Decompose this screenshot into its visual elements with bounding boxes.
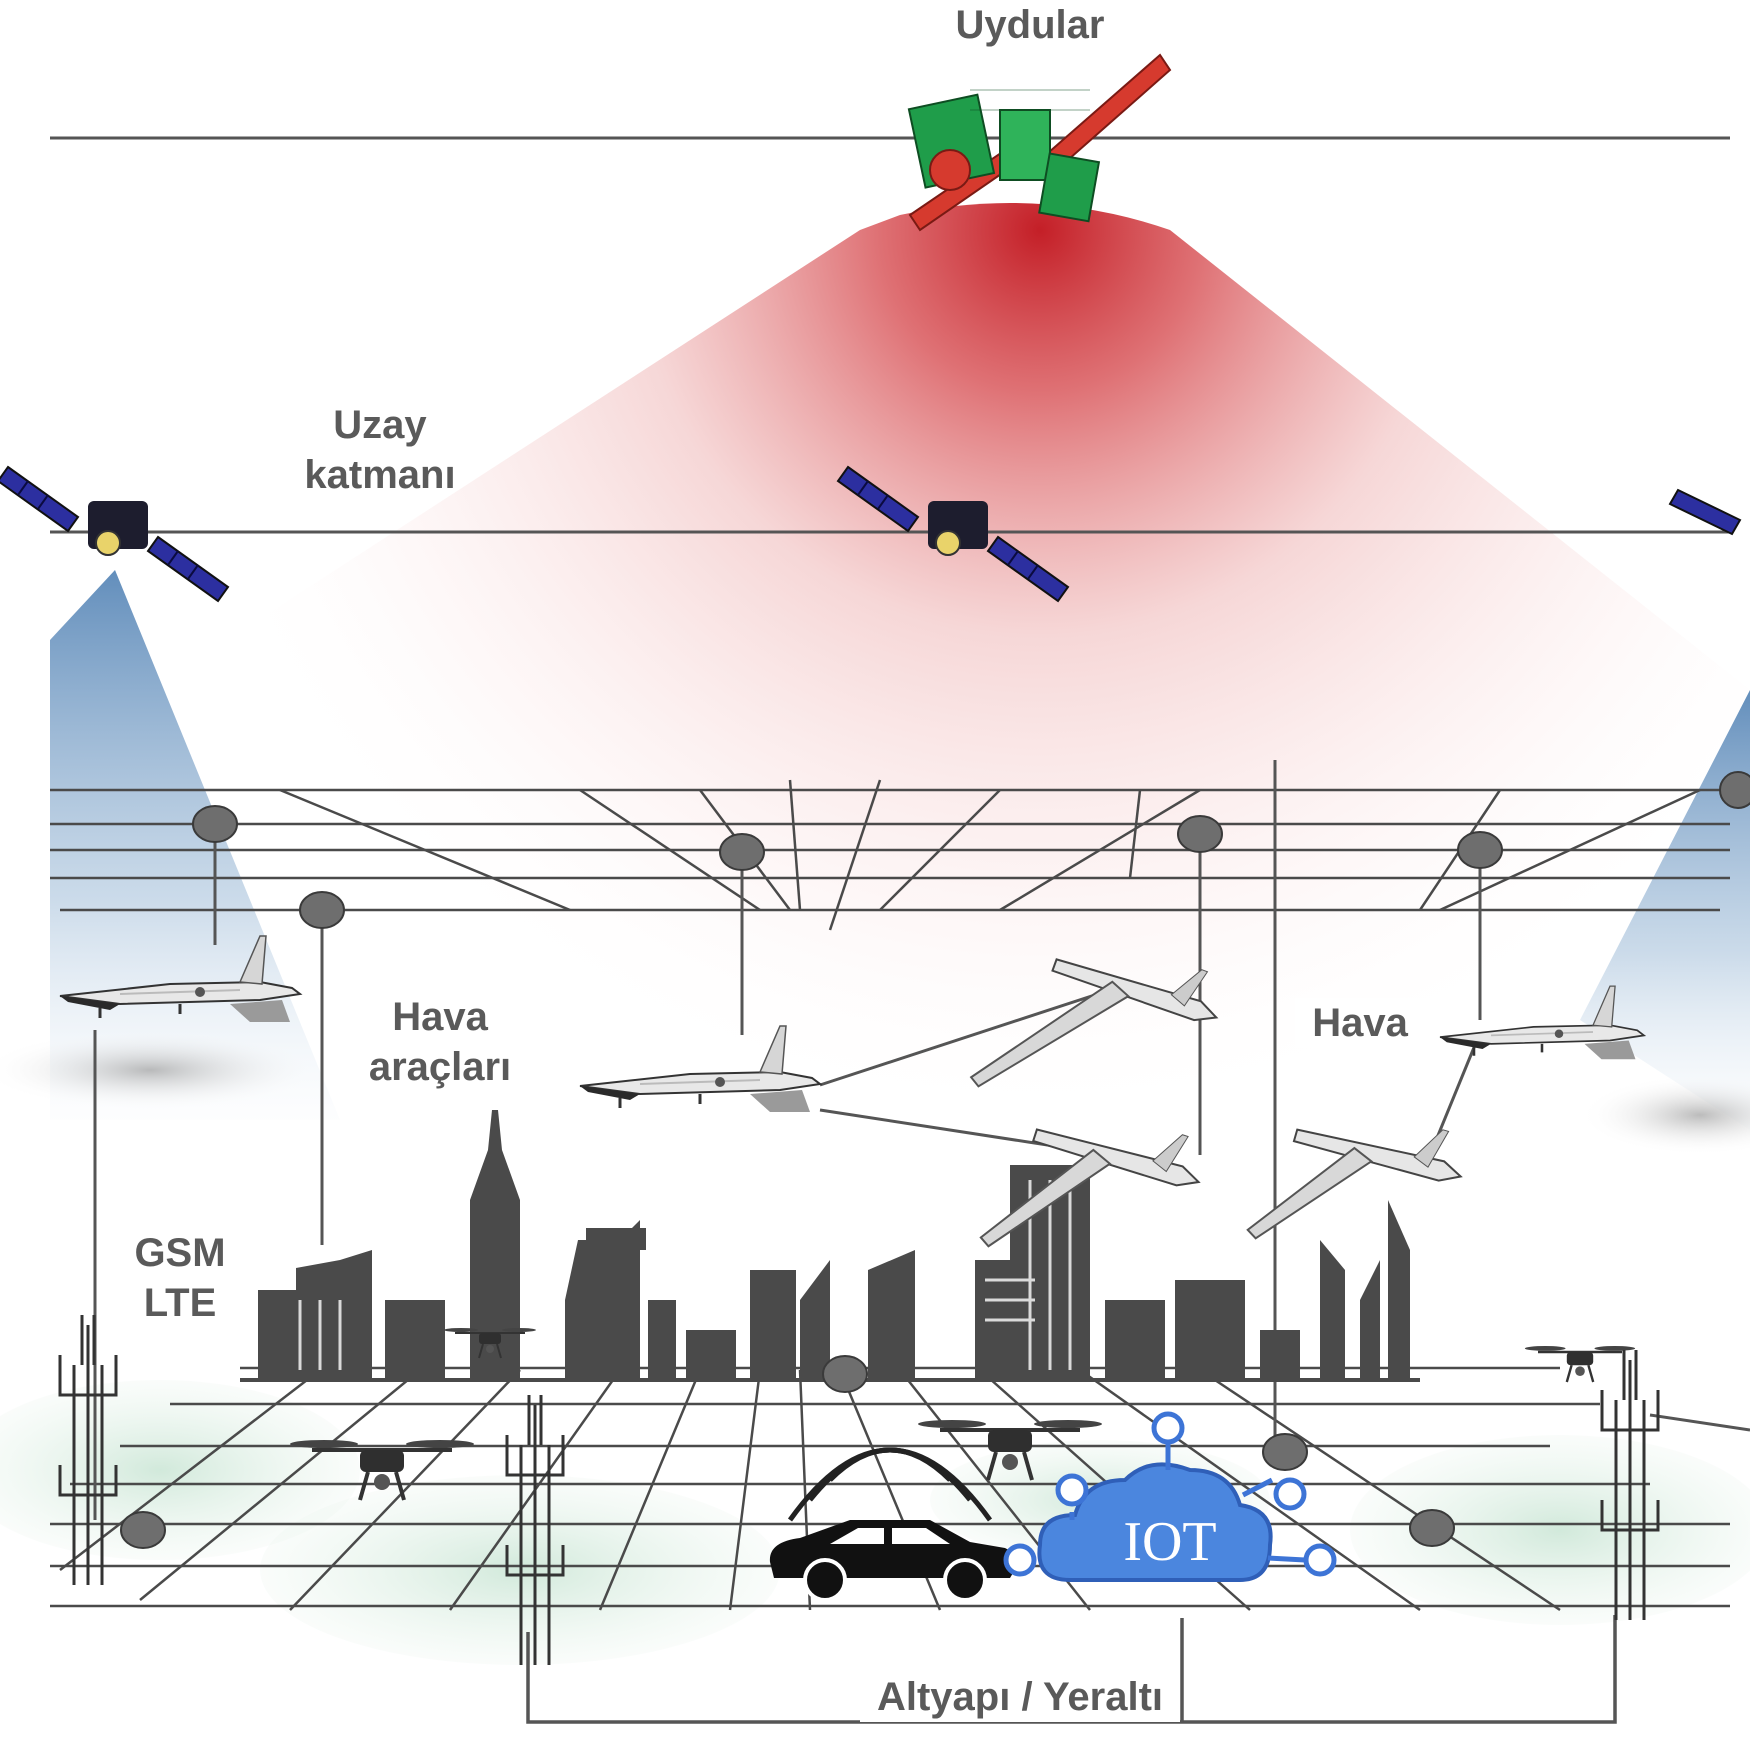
network-node xyxy=(299,891,345,929)
iot-label: IOT xyxy=(1123,1511,1216,1573)
infrastructure-label: Altyapı / Yeraltı xyxy=(860,1672,1180,1722)
geo-coverage-cone xyxy=(150,203,1750,1100)
network-node xyxy=(1409,1509,1455,1547)
space-layer-label: Uzay katmanı xyxy=(304,403,456,497)
city-skyline-icon xyxy=(258,1110,1410,1380)
network-node xyxy=(1262,1433,1308,1471)
network-node xyxy=(1177,815,1223,853)
network-node xyxy=(1457,831,1503,869)
leo-satellite-icon xyxy=(1668,488,1742,536)
network-node xyxy=(1719,771,1750,809)
uav-icon xyxy=(1246,1128,1463,1240)
uav-icon xyxy=(969,958,1219,1088)
layer-lines xyxy=(50,136,1730,534)
geo-satellite-icon xyxy=(907,53,1172,232)
network-node xyxy=(120,1511,166,1549)
connected-car-icon xyxy=(769,1447,1017,1602)
air-label: Hava xyxy=(1295,998,1425,1048)
network-nodes xyxy=(120,771,1750,1549)
network-node xyxy=(192,805,238,843)
air-layer-grid xyxy=(50,779,1730,931)
network-node xyxy=(719,833,765,871)
satellites-label: Uydular xyxy=(955,3,1105,47)
network-node xyxy=(822,1355,868,1393)
quadcopter-drone-icon xyxy=(1523,1344,1637,1384)
air-vehicles-label: Hava araçları xyxy=(368,995,512,1089)
infrastructure-bracket xyxy=(526,1615,1617,1724)
gsm-lte-label: GSM LTE xyxy=(134,1231,226,1325)
uav-icon xyxy=(979,1128,1201,1248)
iot-cloud-icon: IOT xyxy=(1003,1411,1337,1582)
